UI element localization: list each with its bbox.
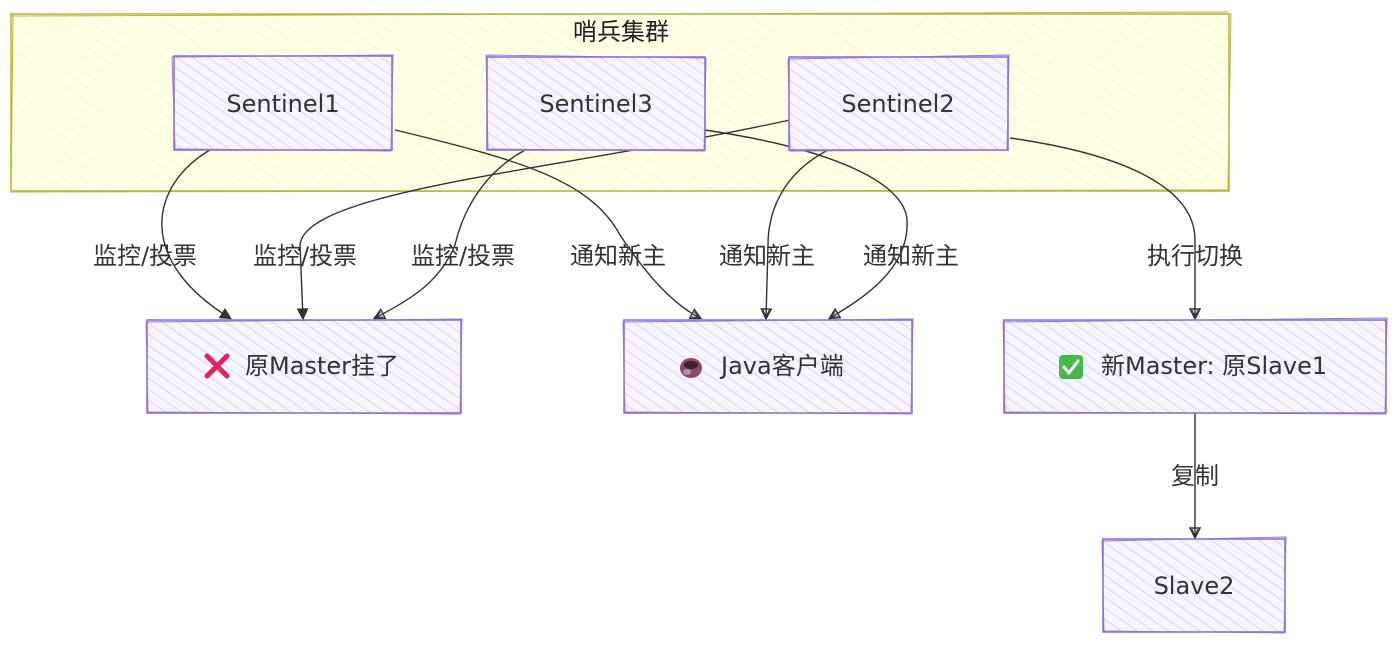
edge-sentinel2-java-client [766, 149, 829, 318]
edge-label-replicate: 复制 [1171, 462, 1219, 490]
node-old-master[interactable]: 原Master挂了 [145, 318, 463, 415]
edge-sentinel1-java-client [394, 129, 700, 318]
edge-label-monitor-vote-1: 监控/投票 [93, 242, 197, 270]
edge-label-execute-failover: 执行切换 [1147, 242, 1243, 270]
cross-mark-icon [204, 353, 230, 379]
node-slave2-label: Slave2 [1154, 572, 1235, 600]
edge-label-notify-new-master-2: 通知新主 [719, 242, 815, 270]
coffee-cup-icon [680, 358, 702, 378]
node-sentinel1[interactable]: Sentinel1 [171, 54, 394, 152]
edge-label-notify-new-master-1: 通知新主 [570, 242, 666, 270]
edge-sentinel1-old-master [161, 149, 230, 318]
node-sentinel1-label: Sentinel1 [226, 90, 339, 118]
node-sentinel3[interactable]: Sentinel3 [485, 54, 707, 152]
node-new-master[interactable]: 新Master: 原Slave1 [1002, 317, 1388, 415]
node-old-master-label: 原Master挂了 [245, 352, 399, 380]
edge-sentinel2-new-master [1009, 137, 1195, 318]
node-sentinel2-label: Sentinel2 [841, 90, 954, 118]
edge-label-monitor-vote-3: 监控/投票 [411, 242, 515, 270]
edge-label-monitor-vote-2: 监控/投票 [253, 242, 357, 270]
node-java-client[interactable]: Java客户端 [622, 318, 914, 415]
node-slave2[interactable]: Slave2 [1101, 536, 1287, 634]
edge-labels: 监控/投票 监控/投票 监控/投票 通知新主 通知新主 通知新主 执行切换 复制 [93, 242, 1243, 490]
node-new-master-label: 新Master: 原Slave1 [1101, 352, 1327, 380]
check-mark-icon [1059, 355, 1083, 379]
node-java-client-label: Java客户端 [719, 352, 844, 380]
cluster-title: 哨兵集群 [573, 18, 669, 46]
edge-label-notify-new-master-3: 通知新主 [863, 242, 959, 270]
node-sentinel3-label: Sentinel3 [539, 90, 652, 118]
edge-sentinel3-old-master [375, 149, 526, 318]
node-sentinel2[interactable]: Sentinel2 [787, 54, 1010, 152]
